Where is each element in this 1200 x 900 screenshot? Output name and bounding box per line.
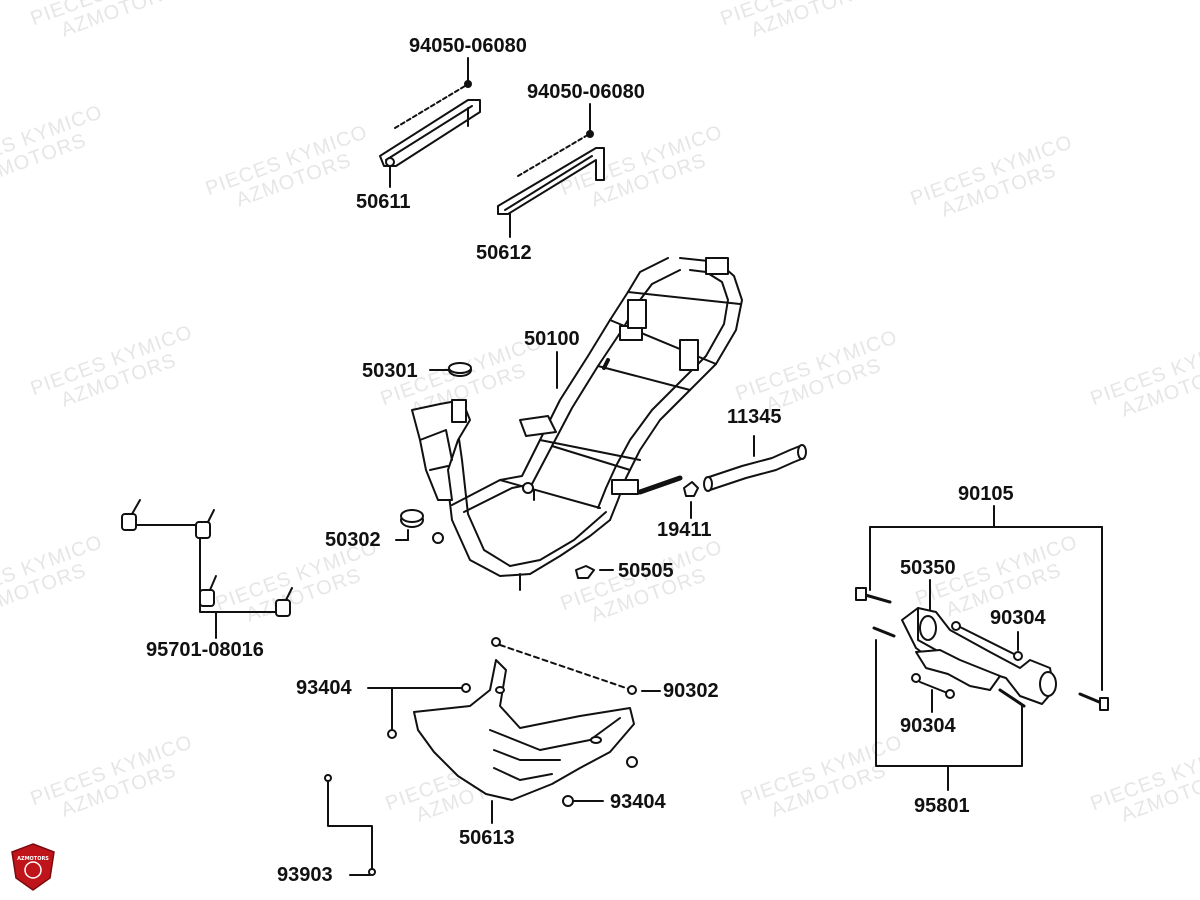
bracket-50611 xyxy=(379,80,481,167)
callout-93903: 93903 xyxy=(277,864,333,886)
head-tube xyxy=(411,399,471,501)
callout-50505: 50505 xyxy=(618,560,674,582)
callout-50613: 50613 xyxy=(459,827,515,849)
callout-95801: 95801 xyxy=(914,795,970,817)
azmotors-logo: AZMOTORS xyxy=(10,842,56,892)
callout-95701-08016: 95701-08016 xyxy=(146,639,264,661)
callout-19411: 19411 xyxy=(657,519,712,541)
callout-93404-upper: 93404 xyxy=(296,677,352,699)
frame-50100 xyxy=(432,257,743,591)
callout-50611: 50611 xyxy=(356,191,411,213)
callout-90304-lower: 90304 xyxy=(900,715,956,737)
callout-50100: 50100 xyxy=(524,328,580,350)
callout-94050-06080-upper: 94050-06080 xyxy=(409,35,527,57)
bracket-50612 xyxy=(497,130,605,215)
part-90105 xyxy=(855,587,1109,711)
callout-90302: 90302 xyxy=(663,680,719,702)
callout-50350: 50350 xyxy=(900,557,956,579)
callout-50612: 50612 xyxy=(476,242,532,264)
callout-94050-06080-lower: 94050-06080 xyxy=(527,81,645,103)
callout-90105: 90105 xyxy=(958,483,1014,505)
callout-50302: 50302 xyxy=(325,529,381,551)
part-11345 xyxy=(703,444,807,492)
leader-lines xyxy=(129,57,1103,876)
callout-50301: 50301 xyxy=(362,360,418,382)
part-50505 xyxy=(575,565,595,579)
part-50613 xyxy=(324,637,638,876)
callout-90304-upper: 90304 xyxy=(990,607,1046,629)
part-19411 xyxy=(683,481,699,497)
callout-93404-lower: 93404 xyxy=(610,791,666,813)
part-95701 xyxy=(121,499,293,617)
callout-11345: 11345 xyxy=(727,406,782,428)
